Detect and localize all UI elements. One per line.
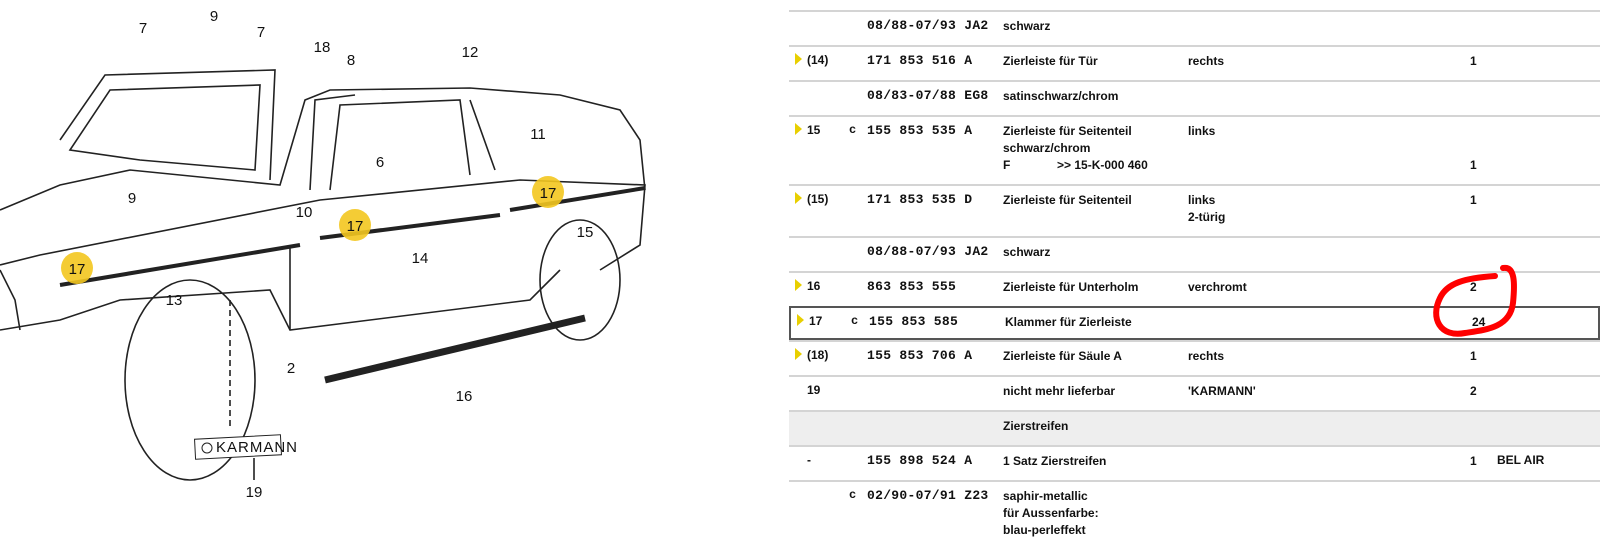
description: schwarz [1003, 245, 1051, 259]
quantity: 2 [1470, 280, 1477, 294]
position-number: 19 [807, 383, 821, 397]
part-number: 171 853 516 A [867, 53, 973, 68]
expand-arrow-icon[interactable] [797, 314, 804, 326]
part-number: 155 853 585 [869, 314, 959, 329]
callout-17: 17 [540, 185, 557, 202]
callout-16: 16 [456, 388, 473, 405]
part-number: 08/88-07/93 JA2 [867, 18, 989, 33]
description: Zierleiste für Seitenteil schwarz/chrom … [1003, 124, 1148, 172]
expand-arrow-icon[interactable] [795, 53, 802, 65]
position-number: (18) [807, 348, 829, 362]
description: Zierleiste für Unterholm [1003, 280, 1139, 294]
quantity: 24 [1472, 315, 1486, 329]
position-number: 17 [809, 314, 823, 328]
expand-arrow-icon[interactable] [795, 279, 802, 291]
change-flag: c [849, 123, 857, 137]
part-number: 02/90-07/91 Z23 [867, 488, 989, 503]
callout-8: 8 [347, 52, 355, 69]
change-flag: c [851, 314, 859, 328]
callout-7: 7 [257, 24, 265, 41]
callout-13: 13 [166, 292, 183, 309]
callout-17: 17 [347, 218, 364, 235]
car-outline [0, 69, 646, 481]
callout-19: 19 [246, 484, 263, 501]
quantity: 1 [1470, 54, 1477, 68]
part-number: 08/83-07/88 EG8 [867, 88, 989, 103]
callout-18: 18 [314, 39, 331, 56]
part-number: 155 853 535 A [867, 123, 973, 138]
badge-karmann: KARMANN [194, 434, 298, 460]
callout-7: 7 [139, 20, 147, 37]
table-row[interactable]: 08/88-07/93 JA2 schwarz [789, 10, 1600, 45]
expand-arrow-icon[interactable] [795, 192, 802, 204]
highlight-17 [532, 176, 564, 208]
table-row[interactable]: 15 c 155 853 535 A Zierleiste für Seitentei… [789, 115, 1600, 184]
table-row[interactable]: (15) 171 853 535 D Zierleiste für Seitente… [789, 184, 1600, 236]
change-flag: c [849, 488, 857, 502]
callout-14: 14 [412, 250, 429, 267]
table-row[interactable]: (18) 155 853 706 A Zierleiste für Säule A r… [789, 340, 1600, 375]
quantity: 1 [1470, 193, 1477, 207]
callout-9: 9 [210, 8, 218, 25]
remark: 'KARMANN' [1188, 384, 1256, 398]
table-row[interactable]: 19 nicht mehr lieferbar 'KARMANN' 2 [789, 375, 1600, 410]
description: Zierstreifen [1003, 419, 1069, 433]
highlight-17 [61, 252, 93, 284]
quantity: 1 [1470, 349, 1477, 363]
remark: rechts [1188, 54, 1225, 68]
part-number: 155 853 706 A [867, 348, 973, 363]
part-number: 08/88-07/93 JA2 [867, 244, 989, 259]
table-row[interactable]: Zierstreifen [789, 410, 1600, 445]
description: Zierleiste für Säule A [1003, 349, 1122, 363]
position-number: (15) [807, 192, 829, 206]
parts-table: 08/88-07/93 JA2 schwarz (14) 171 853 516 A Z… [789, 10, 1600, 548]
description: Zierleiste für Seitenteil [1003, 193, 1132, 207]
position-number: 15 [807, 123, 821, 137]
table-row[interactable]: 08/88-07/93 JA2 schwarz [789, 236, 1600, 271]
quantity: 1 [1470, 454, 1477, 468]
table-row[interactable]: - 155 898 524 A 1 Satz Zierstreifen 1 BEL AI… [789, 445, 1600, 480]
remark: links 2-türig [1188, 193, 1226, 224]
table-row-selected[interactable]: 17 c 155 853 585 Klammer für Zierleiste 24 [789, 306, 1600, 340]
remark: links [1188, 124, 1216, 138]
callout-6: 6 [376, 154, 384, 171]
table-row[interactable]: 16 863 853 555 Zierleiste für Unterholm ver… [789, 271, 1600, 306]
callout-9: 9 [128, 190, 136, 207]
description: Zierleiste für Tür [1003, 54, 1098, 68]
quantity: 2 [1470, 384, 1477, 398]
callout-12: 12 [462, 44, 479, 61]
callout-10: 10 [296, 204, 313, 221]
expand-arrow-icon[interactable] [795, 123, 802, 135]
part-number: 155 898 524 A [867, 453, 973, 468]
position-number: 16 [807, 279, 821, 293]
callout-2: 2 [287, 360, 295, 377]
part-number: 171 853 535 D [867, 192, 973, 207]
table-row[interactable]: c 02/90-07/91 Z23 saphir-metallic für Auss… [789, 480, 1600, 548]
description: saphir-metallic für Aussenfarbe: blau-pe… [1003, 489, 1099, 537]
callout-15: 15 [577, 224, 594, 241]
description: 1 Satz Zierstreifen [1003, 454, 1107, 468]
parts-diagram: KARMANN 7 9 7 18 8 12 11 6 9 10 17 17 17 15 14 13 2 16 19 [0, 8, 646, 501]
svg-text:KARMANN: KARMANN [216, 439, 298, 456]
description: nicht mehr lieferbar [1003, 384, 1116, 398]
model-note: BEL AIR [1497, 453, 1545, 467]
description: Klammer für Zierleiste [1005, 315, 1132, 329]
highlight-17 [339, 209, 371, 241]
description: satinschwarz/chrom [1003, 89, 1119, 103]
expand-arrow-icon[interactable] [795, 348, 802, 360]
position-number: (14) [807, 53, 829, 67]
remark: rechts [1188, 349, 1225, 363]
quantity: 1 [1470, 158, 1477, 172]
part-number: 863 853 555 [867, 279, 957, 294]
position-number: - [807, 453, 811, 467]
callout-17: 17 [69, 261, 86, 278]
table-row[interactable]: 08/83-07/88 EG8 satinschwarz/chrom [789, 80, 1600, 115]
description: schwarz [1003, 19, 1051, 33]
table-row[interactable]: (14) 171 853 516 A Zierleiste für Tür recht… [789, 45, 1600, 80]
callout-11: 11 [530, 126, 546, 143]
remark: verchromt [1188, 280, 1247, 294]
